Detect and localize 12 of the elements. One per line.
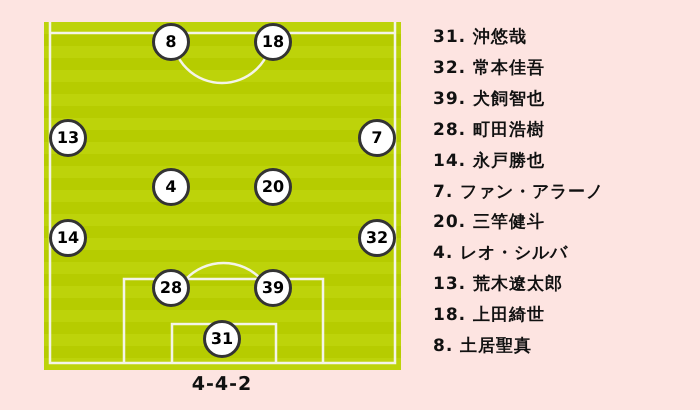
- formation-caption: 4-4-2: [190, 372, 254, 396]
- player-name: 31. 沖悠哉: [433, 26, 528, 48]
- player-name: 28. 町田浩樹: [433, 118, 546, 141]
- player-name: 4. レオ・シルバ: [433, 242, 568, 264]
- player-name: 32. 常本佳吾: [433, 56, 546, 79]
- player-name: 8. 土居聖真: [433, 335, 532, 357]
- player-name: 7. ファン・アラーノ: [433, 180, 604, 202]
- player-name: 20. 三竿健斗: [433, 211, 546, 234]
- player-name: 13. 荒木遼太郎: [433, 273, 564, 296]
- player-name: 18. 上田綺世: [433, 304, 546, 326]
- player-name: 39. 犬飼智也: [433, 88, 546, 110]
- player-name: 14. 永戸勝也: [433, 150, 546, 172]
